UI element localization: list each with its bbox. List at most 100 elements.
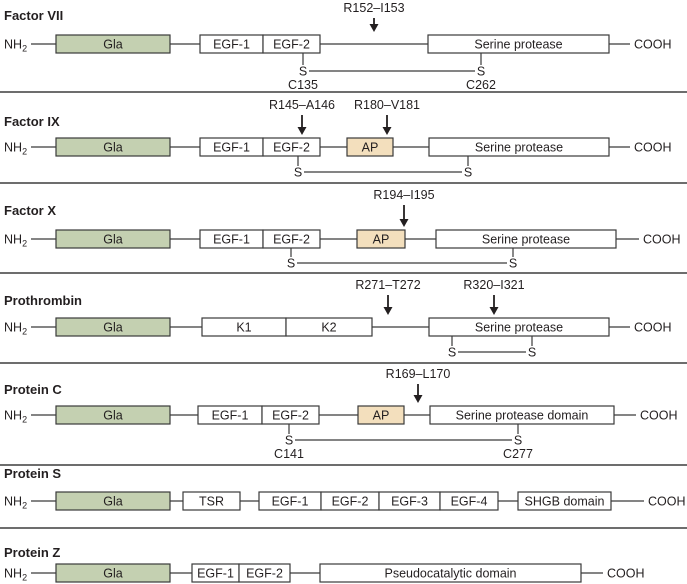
domain-box <box>55 317 171 337</box>
domain-egf-2: EGF-2 <box>261 405 320 425</box>
n-terminus-label: NH2 <box>4 233 27 249</box>
n-terminus-label: NH2 <box>4 38 27 54</box>
n-terminus-label: NH2 <box>4 495 27 511</box>
domain-label: Serine protease <box>475 141 563 155</box>
domain-label: Pseudocatalytic domain <box>384 567 516 581</box>
cleavage-site: R152–I153 <box>343 1 405 32</box>
domain-box <box>346 137 394 157</box>
cleavage-site: R194–I195 <box>373 188 435 227</box>
sulfur-label-right: S <box>514 434 522 448</box>
n-terminus-label: NH2 <box>4 567 27 583</box>
n-terminus-label: NH2 <box>4 141 27 157</box>
domain-label: EGF-1 <box>213 233 250 247</box>
domain-egf-2: EGF-2 <box>238 563 291 583</box>
domain-label: EGF-4 <box>451 495 488 509</box>
domain-box <box>319 563 582 583</box>
domain-k2: K2 <box>285 317 373 337</box>
c-terminus-label: COOH <box>640 409 678 423</box>
residue-label-left: C135 <box>288 78 318 92</box>
domain-label: Gla <box>103 567 123 581</box>
domain-label: AP <box>373 409 390 423</box>
domain-label: K2 <box>321 321 336 335</box>
domain-ap: AP <box>357 405 405 425</box>
domain-box <box>55 405 171 425</box>
c-terminus-label: COOH <box>643 233 681 247</box>
sulfur-label-right: S <box>528 346 536 360</box>
domain-egf-1: EGF-1 <box>199 137 264 157</box>
domain-serine-protease: Serine protease <box>435 229 617 249</box>
domain-box <box>285 317 373 337</box>
domain-box <box>356 229 406 249</box>
arrowhead-icon <box>382 127 392 135</box>
arrowhead-icon <box>369 24 379 32</box>
cleavage-site: R320–I321 <box>463 278 525 315</box>
domain-serine-protease: Serine protease <box>428 317 610 337</box>
domain-gla: Gla <box>55 405 171 425</box>
sulfur-label-right: S <box>464 166 472 180</box>
domain-serine-protease: Serine protease <box>427 34 610 54</box>
domain-label: Gla <box>103 321 123 335</box>
domain-egf-2: EGF-2 <box>320 491 380 511</box>
domain-tsr: TSR <box>182 491 241 511</box>
domain-label: K1 <box>236 321 251 335</box>
arrowhead-icon <box>413 395 423 403</box>
cleavage-site: R145–A146 <box>269 98 335 135</box>
domain-label: Gla <box>103 141 123 155</box>
domain-box <box>55 563 171 583</box>
domain-gla: Gla <box>55 229 171 249</box>
arrowhead-icon <box>383 307 393 315</box>
protein-title: Protein C <box>4 382 62 397</box>
domain-box <box>357 405 405 425</box>
domain-label: Serine protease <box>474 38 562 52</box>
domain-box <box>262 34 321 54</box>
cleavage-site-label: R145–A146 <box>269 98 335 112</box>
cleavage-site: R180–V181 <box>354 98 420 135</box>
residue-label-right: C262 <box>466 78 496 92</box>
c-terminus-label: COOH <box>634 141 672 155</box>
domain-box <box>439 491 499 511</box>
domain-label: Gla <box>103 38 123 52</box>
domain-label: Gla <box>103 495 123 509</box>
domain-label: Gla <box>103 409 123 423</box>
domain-gla: Gla <box>55 491 171 511</box>
c-terminus-label: COOH <box>607 567 645 581</box>
domain-k1: K1 <box>201 317 287 337</box>
domain-egf-2: EGF-2 <box>262 229 321 249</box>
cleavage-site-label: R194–I195 <box>373 188 434 202</box>
residue-label-right: C277 <box>503 447 533 461</box>
sulfur-label-left: S <box>448 346 456 360</box>
domain-serine-protease-domain: Serine protease domain <box>429 405 615 425</box>
domain-box <box>182 491 241 511</box>
domain-label: EGF-1 <box>213 38 250 52</box>
n-terminus-label: NH2 <box>4 321 27 337</box>
domain-egf-4: EGF-4 <box>439 491 499 511</box>
domain-label: EGF-2 <box>273 233 310 247</box>
domain-box <box>428 317 610 337</box>
domain-egf-1: EGF-1 <box>191 563 240 583</box>
protein-title: Factor IX <box>4 114 60 129</box>
domain-label: EGF-2 <box>246 567 283 581</box>
domain-label: EGF-1 <box>197 567 234 581</box>
c-terminus-label: COOH <box>634 321 672 335</box>
cleavage-site-label: R180–V181 <box>354 98 420 112</box>
domain-label: EGF-1 <box>213 141 250 155</box>
domain-label: EGF-2 <box>273 38 310 52</box>
domain-box <box>428 137 610 157</box>
domain-label: SHGB domain <box>525 495 605 509</box>
sulfur-label-right: S <box>477 65 485 79</box>
cleavage-site: R169–L170 <box>386 367 450 403</box>
n-terminus-label: NH2 <box>4 409 27 425</box>
protein-title: Factor X <box>4 203 56 218</box>
domain-box <box>55 491 171 511</box>
arrowhead-icon <box>297 127 307 135</box>
domain-egf-2: EGF-2 <box>262 137 321 157</box>
domain-label: Gla <box>103 233 123 247</box>
cleavage-site: R271–T272 <box>355 278 421 315</box>
domain-label: EGF-3 <box>391 495 428 509</box>
cleavage-site-label: R320–I321 <box>463 278 524 292</box>
